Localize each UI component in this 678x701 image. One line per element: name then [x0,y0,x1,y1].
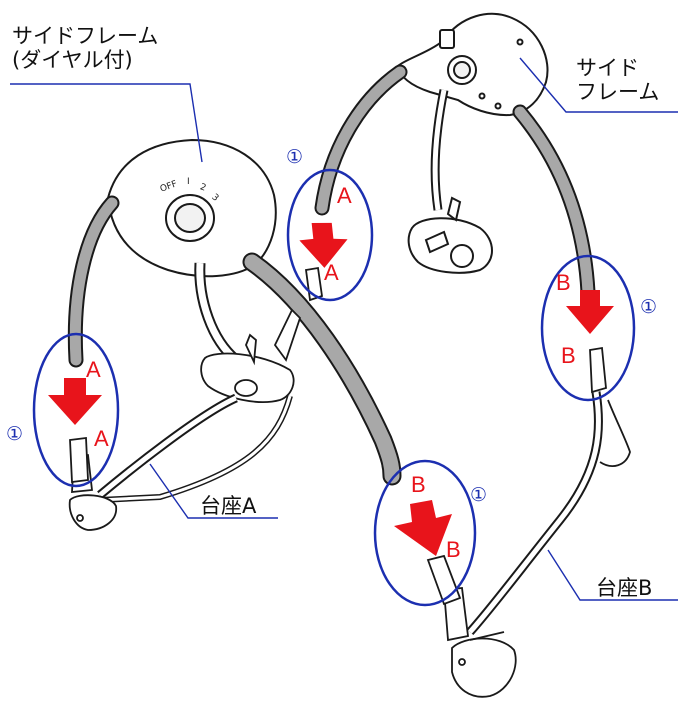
marker-b-right-bottom: B [561,343,576,368]
left-side-frame-with-dial [106,138,277,278]
arrow-mid-b [394,500,452,556]
right-upper-tube [314,64,408,216]
base-a [68,262,302,531]
callout-line-side-frame [519,57,678,113]
marker-a-mid-top: A [337,183,352,208]
step-1-left: ① [6,423,24,445]
right-side-frame [396,12,549,274]
ellipse-mid-a [286,168,374,302]
callout-line-dial-frame [10,83,203,163]
marker-a-left-top: A [86,357,101,382]
highlight-ellipses [32,168,636,607]
marker-a-left-bottom: A [94,426,109,451]
label-side-frame-line1: サイド [576,56,639,80]
marker-b-mid-top: B [411,472,426,497]
callout-line-base-a [149,463,278,519]
arrow-right-b [566,290,614,334]
marker-b-mid-bottom: B [446,537,461,562]
label-side-frame: サイド フレーム [576,56,659,104]
label-side-frame-with-dial-line1: サイドフレーム [12,24,159,48]
label-base-b: 台座B [596,576,653,600]
dial-1-mark: I [187,177,190,187]
right-lower-tube [512,104,596,300]
label-side-frame-with-dial-line2: (ダイヤル付) [12,48,133,73]
label-side-frame-with-dial: サイドフレーム (ダイヤル付) [12,24,158,72]
marker-b-right-top: B [556,270,571,295]
base-b [69,266,631,698]
arrow-left-a [48,378,102,425]
callout-lines [10,57,678,601]
ellipse-left-a [32,332,120,488]
ellipse-mid-b [373,459,477,607]
callout-line-base-b [547,549,678,601]
insert-arrows [48,222,614,556]
marker-a-mid-bottom: A [324,260,339,285]
label-base-a: 台座A [200,494,257,518]
step-1-mid-a: ① [286,146,304,168]
step-1-right-b: ① [640,296,658,318]
arrow-mid-a [299,222,348,268]
label-side-frame-line2: フレーム [576,80,660,105]
step-1-mid-b: ① [470,484,488,506]
ellipse-right-b [540,254,636,402]
